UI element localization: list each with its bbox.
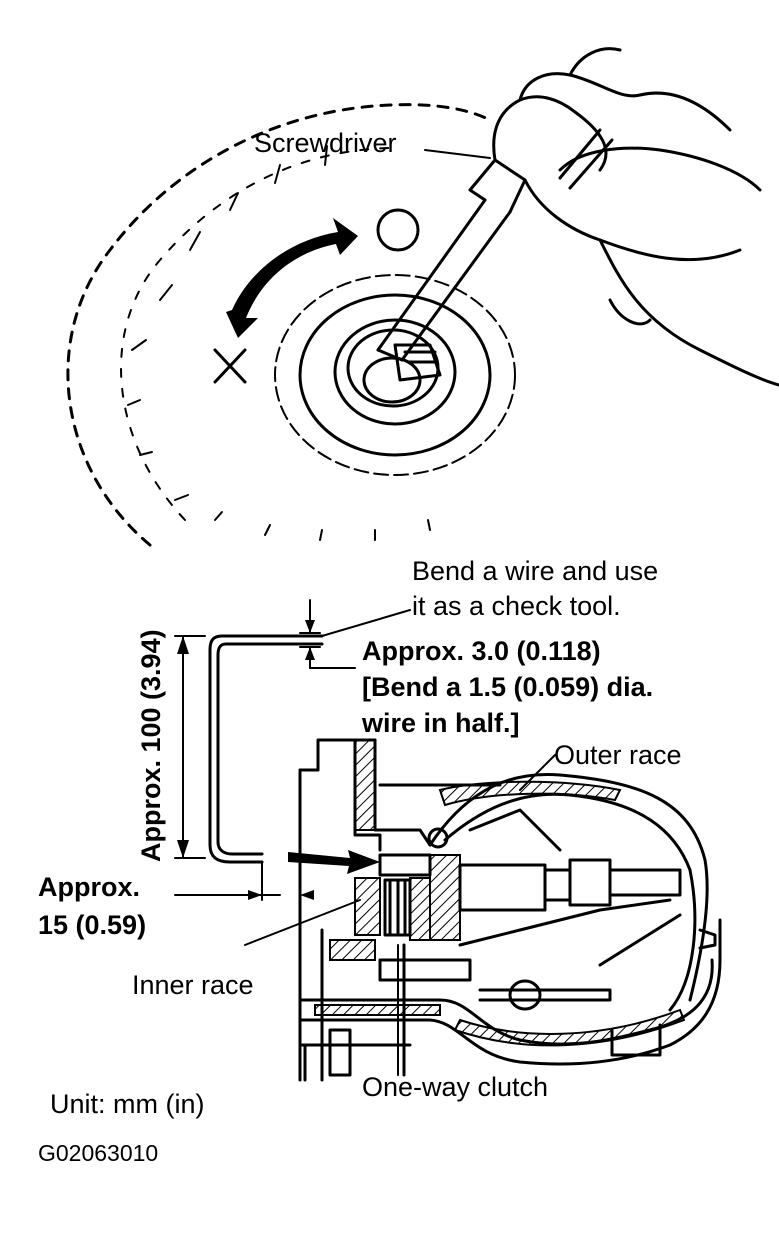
approx-100-label: Approx. 100 (3.94) — [136, 629, 166, 862]
bend-label-line2: wire in half.] — [361, 708, 520, 738]
check-tool-leader — [321, 609, 411, 637]
check-tool-wire-inner — [216, 642, 324, 856]
radial-ticks — [127, 145, 431, 541]
dim3-arrow-bottom — [305, 647, 315, 660]
hole — [376, 208, 420, 252]
screwdriver-leader — [424, 149, 491, 159]
torque-converter-illustration — [66, 47, 779, 547]
outer-race-label: Outer race — [554, 740, 682, 770]
insertion-arrow — [288, 850, 380, 874]
dim3-arrow-top — [305, 620, 315, 633]
check-tool-label-line1: Bend a wire and use — [412, 556, 658, 586]
screwdriver — [376, 158, 527, 382]
outer-ring — [66, 103, 492, 547]
clutch-internals — [378, 808, 682, 1077]
one-way-clutch-label: One-way clutch — [362, 1072, 548, 1102]
bend-label-line1: [Bend a 1.5 (0.059) dia. — [362, 672, 653, 702]
hatched-sections — [314, 739, 686, 1047]
rotate-arrow — [226, 218, 358, 338]
dimension-100 — [174, 635, 206, 859]
dimension-15 — [174, 861, 301, 901]
hub-circles — [274, 274, 516, 476]
screwdriver-label: Screwdriver — [254, 128, 397, 158]
dim-arrow-top — [177, 636, 189, 654]
unit-label: Unit: mm (in) — [50, 1089, 205, 1119]
approx-3-label: Approx. 3.0 (0.118) — [362, 636, 601, 666]
label-leaders — [244, 754, 556, 1076]
section-view — [174, 599, 722, 1082]
figure-code: G02063010 — [38, 1140, 158, 1166]
dim15-arrow-right — [300, 890, 314, 900]
approx-15-label-line1: Approx. — [38, 872, 140, 902]
dim-arrow-bottom — [177, 840, 189, 858]
approx-15-label-line2: 15 (0.59) — [38, 910, 146, 940]
inner-race-label: Inner race — [132, 970, 254, 1000]
check-tool-wire — [208, 634, 324, 864]
hand — [492, 47, 779, 387]
check-tool-label-line2: it as a check tool. — [412, 591, 621, 621]
dim15-arrow-left — [248, 890, 262, 900]
cross-mark — [213, 348, 247, 384]
inner-ring — [120, 147, 391, 521]
